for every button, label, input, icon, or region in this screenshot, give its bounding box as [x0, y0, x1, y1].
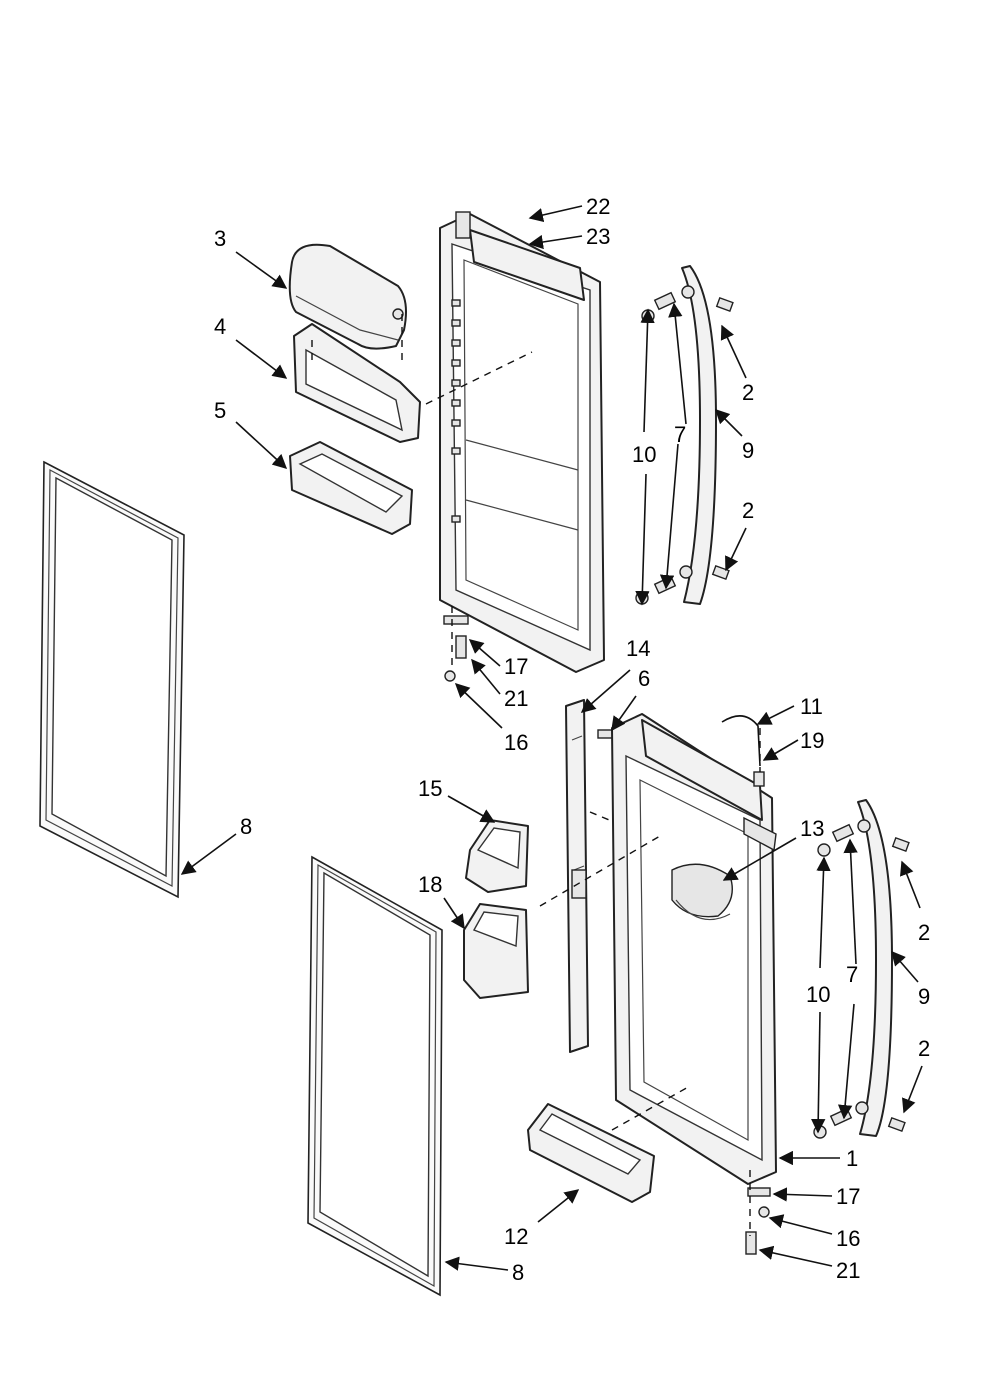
callout-18: 18	[418, 872, 442, 897]
left-door-gasket	[39, 460, 185, 899]
callout-8: 8	[512, 1260, 524, 1285]
callout-16: 16	[836, 1226, 860, 1251]
dairy-bin	[293, 323, 421, 443]
lower-door-liner	[611, 713, 777, 1185]
callout-10: 10	[632, 442, 656, 467]
callout-22: 22	[586, 194, 610, 219]
upper-door-handle	[679, 265, 717, 605]
water-tube-assembly	[721, 715, 765, 787]
callout-12: 12	[504, 1224, 528, 1249]
callout-13: 13	[800, 816, 824, 841]
callout-4: 4	[214, 314, 226, 339]
callout-7: 7	[674, 422, 686, 447]
callout-16: 16	[504, 730, 528, 755]
callout-labels: 22 23 3 4 5 2 7 10 9 2 17 21 16 14 6 11 …	[214, 194, 930, 1285]
upper-hinge-hardware	[443, 615, 469, 682]
callout-7: 7	[846, 962, 858, 987]
callout-2: 2	[918, 1036, 930, 1061]
callout-3: 3	[214, 226, 226, 251]
callout-9: 9	[742, 438, 754, 463]
center-flipper-mullion	[565, 699, 615, 1053]
door-bin-15	[465, 819, 529, 893]
door-shelf-bin-12	[527, 1103, 655, 1203]
callout-23: 23	[586, 224, 610, 249]
liner-shelf-slots	[451, 299, 461, 523]
lower-door-gasket	[307, 855, 443, 1297]
callout-2: 2	[918, 920, 930, 945]
callout-5: 5	[214, 398, 226, 423]
upper-door-liner	[439, 211, 605, 673]
leader-lines	[180, 205, 923, 1271]
door-bin-18	[463, 903, 529, 999]
callout-8: 8	[240, 814, 252, 839]
callout-10: 10	[806, 982, 830, 1007]
alignment-lines	[311, 314, 761, 1236]
callout-6: 6	[638, 666, 650, 691]
callout-21: 21	[504, 686, 528, 711]
lower-door-handle	[855, 799, 893, 1137]
callout-9: 9	[918, 984, 930, 1009]
dairy-bin-cover	[288, 243, 407, 350]
callout-1: 1	[846, 1146, 858, 1171]
door-shelf-bin	[289, 441, 413, 535]
callout-21: 21	[836, 1258, 860, 1283]
callout-14: 14	[626, 636, 650, 661]
callout-17: 17	[836, 1184, 860, 1209]
callout-17: 17	[504, 654, 528, 679]
callout-15: 15	[418, 776, 442, 801]
callout-11: 11	[800, 694, 823, 719]
callout-19: 19	[800, 728, 824, 753]
callout-2: 2	[742, 498, 754, 523]
callout-2: 2	[742, 380, 754, 405]
lower-hinge-hardware	[745, 1187, 771, 1255]
